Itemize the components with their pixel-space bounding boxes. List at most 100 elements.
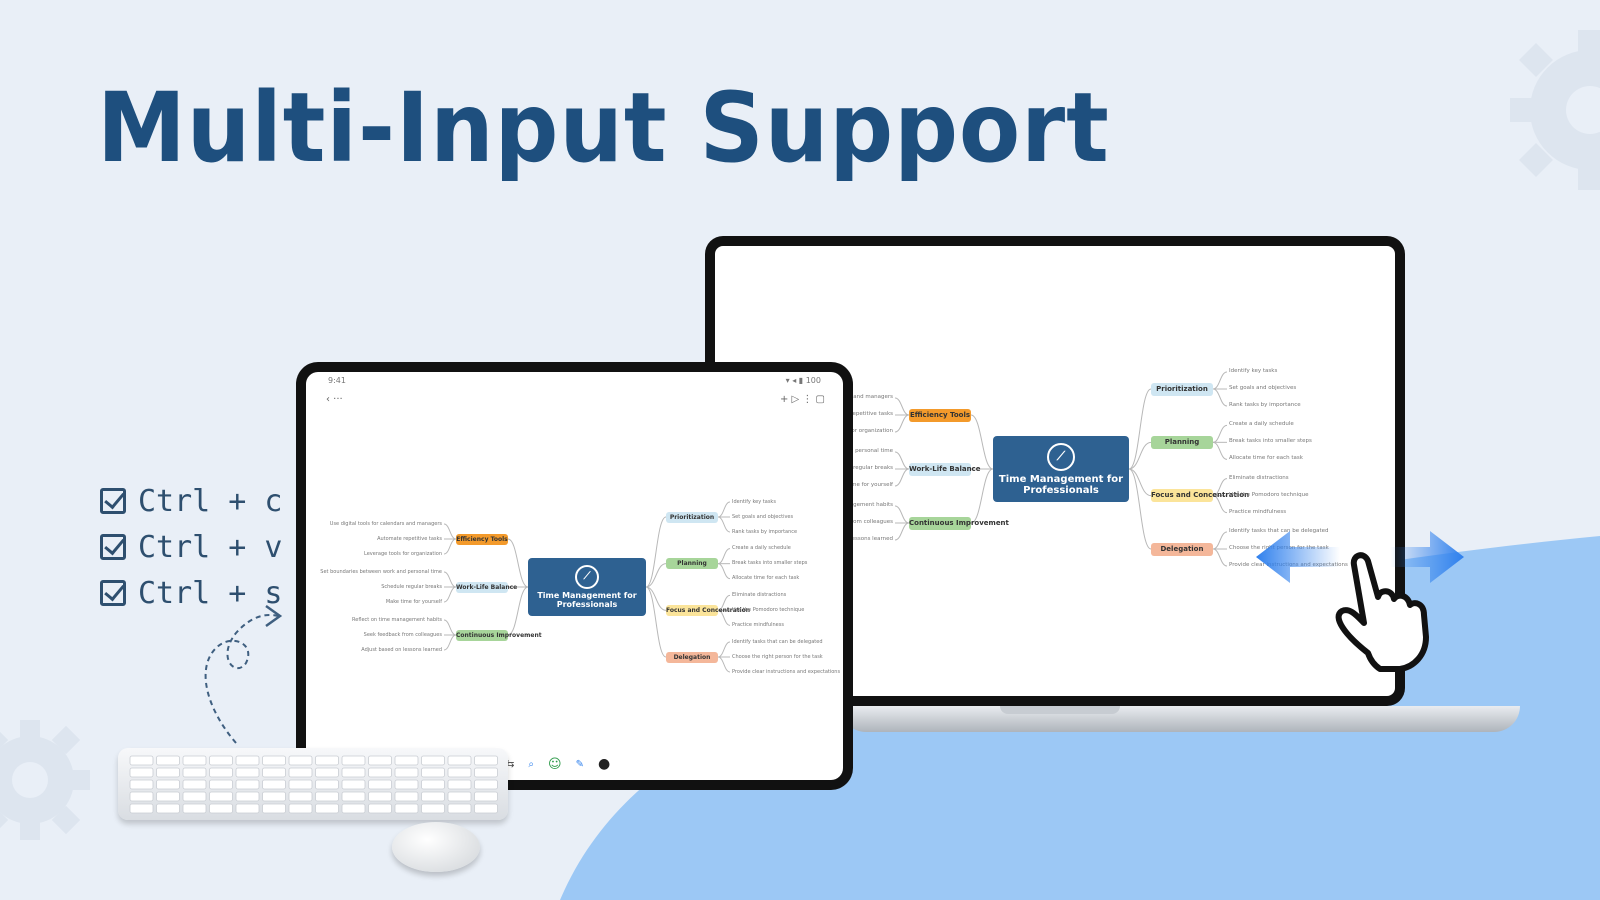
keyboard-key — [262, 803, 286, 814]
keyboard-key — [288, 779, 313, 790]
mindmap-leaf-node[interactable]: Automate repetitive tasks — [377, 535, 442, 542]
mindmap-leaf-node[interactable]: Make time for yourself — [385, 598, 442, 605]
mindmap-leaf-node[interactable]: Use the Pomodoro technique — [732, 606, 805, 613]
search-button[interactable]: ⌕ — [528, 758, 534, 770]
keyboard-key — [182, 755, 207, 766]
pen-button[interactable]: ✎ — [575, 758, 584, 770]
keyboard-key — [341, 779, 366, 790]
keyboard-key — [129, 791, 154, 802]
keyboard-key — [262, 767, 286, 778]
mindmap-branch-node[interactable]: Continuous Improvement — [909, 516, 1009, 530]
mindmap-leaf-node[interactable]: Leverage tools for organization — [364, 550, 442, 557]
mindmap-leaf-node[interactable]: Break tasks into smaller steps — [732, 560, 808, 567]
mindmap-leaf-node[interactable]: Break tasks into smaller steps — [1229, 438, 1312, 445]
keyboard-key — [368, 791, 392, 802]
keyboard-key — [474, 755, 498, 766]
mindmap-leaf-node[interactable]: Allocate time for each task — [732, 575, 800, 582]
mindmap-leaf-node[interactable]: Rank tasks by importance — [1229, 402, 1301, 409]
gear-icon — [1510, 30, 1600, 190]
keyboard-key — [341, 767, 366, 778]
mindmap-branch-node[interactable]: Planning — [1151, 435, 1213, 449]
mindmap-leaf-node[interactable]: Identify tasks that can be delegated — [732, 638, 823, 645]
shortcut-copy: Ctrl + c — [100, 478, 283, 524]
mindmap-leaf-node[interactable]: Schedule regular breaks — [826, 465, 893, 472]
compass-icon: ⟋ — [575, 564, 599, 589]
keyboard-key — [209, 767, 233, 778]
mindmap-leaf-node[interactable]: Choose the right person for the task — [732, 653, 823, 660]
mindmap-leaf-node[interactable]: Practice mindfulness — [1229, 508, 1287, 515]
mindmap-leaf-node[interactable]: Adjust based on lessons learned — [361, 646, 442, 653]
keyboard-key — [288, 791, 313, 802]
toolbar-actions[interactable]: + ▷ ⋮ ▢ — [779, 394, 825, 405]
mindmap-leaf-node[interactable]: Set goals and objectives — [732, 513, 794, 520]
keyboard-key — [368, 779, 392, 790]
mindmap-branch-node[interactable]: Focus and Concentration — [1151, 489, 1249, 503]
mindmap-leaf-node[interactable]: Make time for yourself — [831, 482, 893, 489]
mindmap-leaf-node[interactable]: Allocate time for each task — [1229, 455, 1303, 462]
mindmap-leaf-node[interactable]: Create a daily schedule — [732, 545, 791, 552]
mindmap-leaf-node[interactable]: Schedule regular breaks — [381, 583, 442, 590]
keyboard-key — [182, 779, 207, 790]
status-indicators: ▾ ◂ ▮ 100 — [785, 376, 821, 385]
laptop-base — [840, 706, 1520, 732]
mindmap-branch-node[interactable]: Delegation — [1151, 542, 1213, 556]
status-time: 9:41 — [328, 376, 346, 385]
mindmap-leaf-node[interactable]: Seek feedback from colleagues — [363, 631, 442, 638]
keyboard-key — [209, 755, 233, 766]
keyboard-key — [447, 803, 472, 814]
mindmap-branch-node[interactable]: Prioritization — [666, 511, 718, 523]
keyboard-key — [447, 755, 472, 766]
mindmap-branch-node[interactable]: Work-Life Balance — [456, 581, 518, 593]
keyboard-image — [118, 748, 508, 820]
keyboard-key — [421, 779, 445, 790]
keyboard-key — [262, 779, 286, 790]
keyboard-key — [156, 755, 180, 766]
mindmap-leaf-node[interactable]: Identify key tasks — [732, 498, 776, 505]
mindmap-leaf-node[interactable]: Eliminate distractions — [732, 591, 787, 598]
mindmap-leaf-node[interactable]: Set goals and objectives — [1229, 385, 1297, 392]
mindmap-leaf-node[interactable]: Set boundaries between work and personal… — [320, 568, 442, 575]
mindmap-leaf-node[interactable]: Automate repetitive tasks — [821, 411, 893, 418]
mindmap-leaf-node[interactable]: Rank tasks by importance — [732, 528, 798, 535]
mindmap-leaf-node[interactable]: Practice mindfulness — [732, 621, 784, 628]
mindmap-branch-node[interactable]: Efficiency Tools — [456, 533, 508, 545]
keyboard-key — [129, 803, 154, 814]
keyboard-key — [447, 791, 472, 802]
keyboard-key — [341, 803, 366, 814]
mindmap-leaf-node[interactable]: Create a daily schedule — [1229, 421, 1294, 428]
record-button[interactable]: ● — [597, 756, 611, 772]
keyboard-key — [182, 803, 207, 814]
mindmap-leaf-node[interactable]: Identify tasks that can be delegated — [1229, 528, 1329, 535]
keyboard-key — [315, 779, 339, 790]
center-node-label: Time Management for Professionals — [998, 473, 1124, 496]
keyboard-key — [156, 767, 180, 778]
emoji-button[interactable]: ☺ — [548, 756, 562, 772]
mindmap-branch-node[interactable]: Delegation — [666, 651, 718, 663]
mindmap-leaf-node[interactable]: Eliminate distractions — [1229, 474, 1289, 481]
mindmap-branch-node[interactable]: Work-Life Balance — [909, 462, 980, 476]
keyboard-key — [368, 803, 392, 814]
mindmap-canvas[interactable]: ⟋Time Management for Professionals Priori… — [306, 372, 843, 780]
mindmap-branch-node[interactable]: Continuous Improvement — [456, 629, 542, 641]
back-button[interactable]: ‹ ··· — [326, 394, 343, 405]
mindmap-center-node[interactable]: ⟋Time Management for Professionals — [993, 436, 1129, 502]
shortcut-list: Ctrl + c Ctrl + v Ctrl + s — [100, 478, 283, 616]
keyboard-key — [129, 755, 154, 766]
mindmap-leaf-node[interactable]: Use the Pomodoro technique — [1229, 491, 1309, 498]
keyboard-key — [156, 803, 180, 814]
layout-button[interactable]: ⇆ — [506, 758, 515, 770]
mindmap-leaf-node[interactable]: Reflect on time management habits — [352, 616, 442, 623]
mindmap-branch-node[interactable]: Focus and Concentration — [666, 604, 751, 616]
checkbox-checked-icon — [100, 534, 126, 560]
keyboard-key — [315, 767, 339, 778]
mindmap-branch-node[interactable]: Planning — [666, 558, 718, 570]
mindmap-branch-node[interactable]: Prioritization — [1151, 382, 1213, 396]
mindmap-center-node[interactable]: ⟋Time Management for Professionals — [528, 558, 646, 616]
mindmap-leaf-node[interactable]: Provide clear instructions and expectati… — [732, 668, 841, 675]
mindmap-leaf-node[interactable]: Identify key tasks — [1229, 368, 1278, 375]
keyboard-key — [421, 767, 445, 778]
keyboard-key — [447, 767, 472, 778]
mindmap-branch-node[interactable]: Efficiency Tools — [909, 408, 971, 422]
mindmap-leaf-node[interactable]: Use digital tools for calendars and mana… — [329, 520, 442, 527]
laptop-display: ⟋Time Management for Professionals Priori… — [715, 246, 1395, 696]
